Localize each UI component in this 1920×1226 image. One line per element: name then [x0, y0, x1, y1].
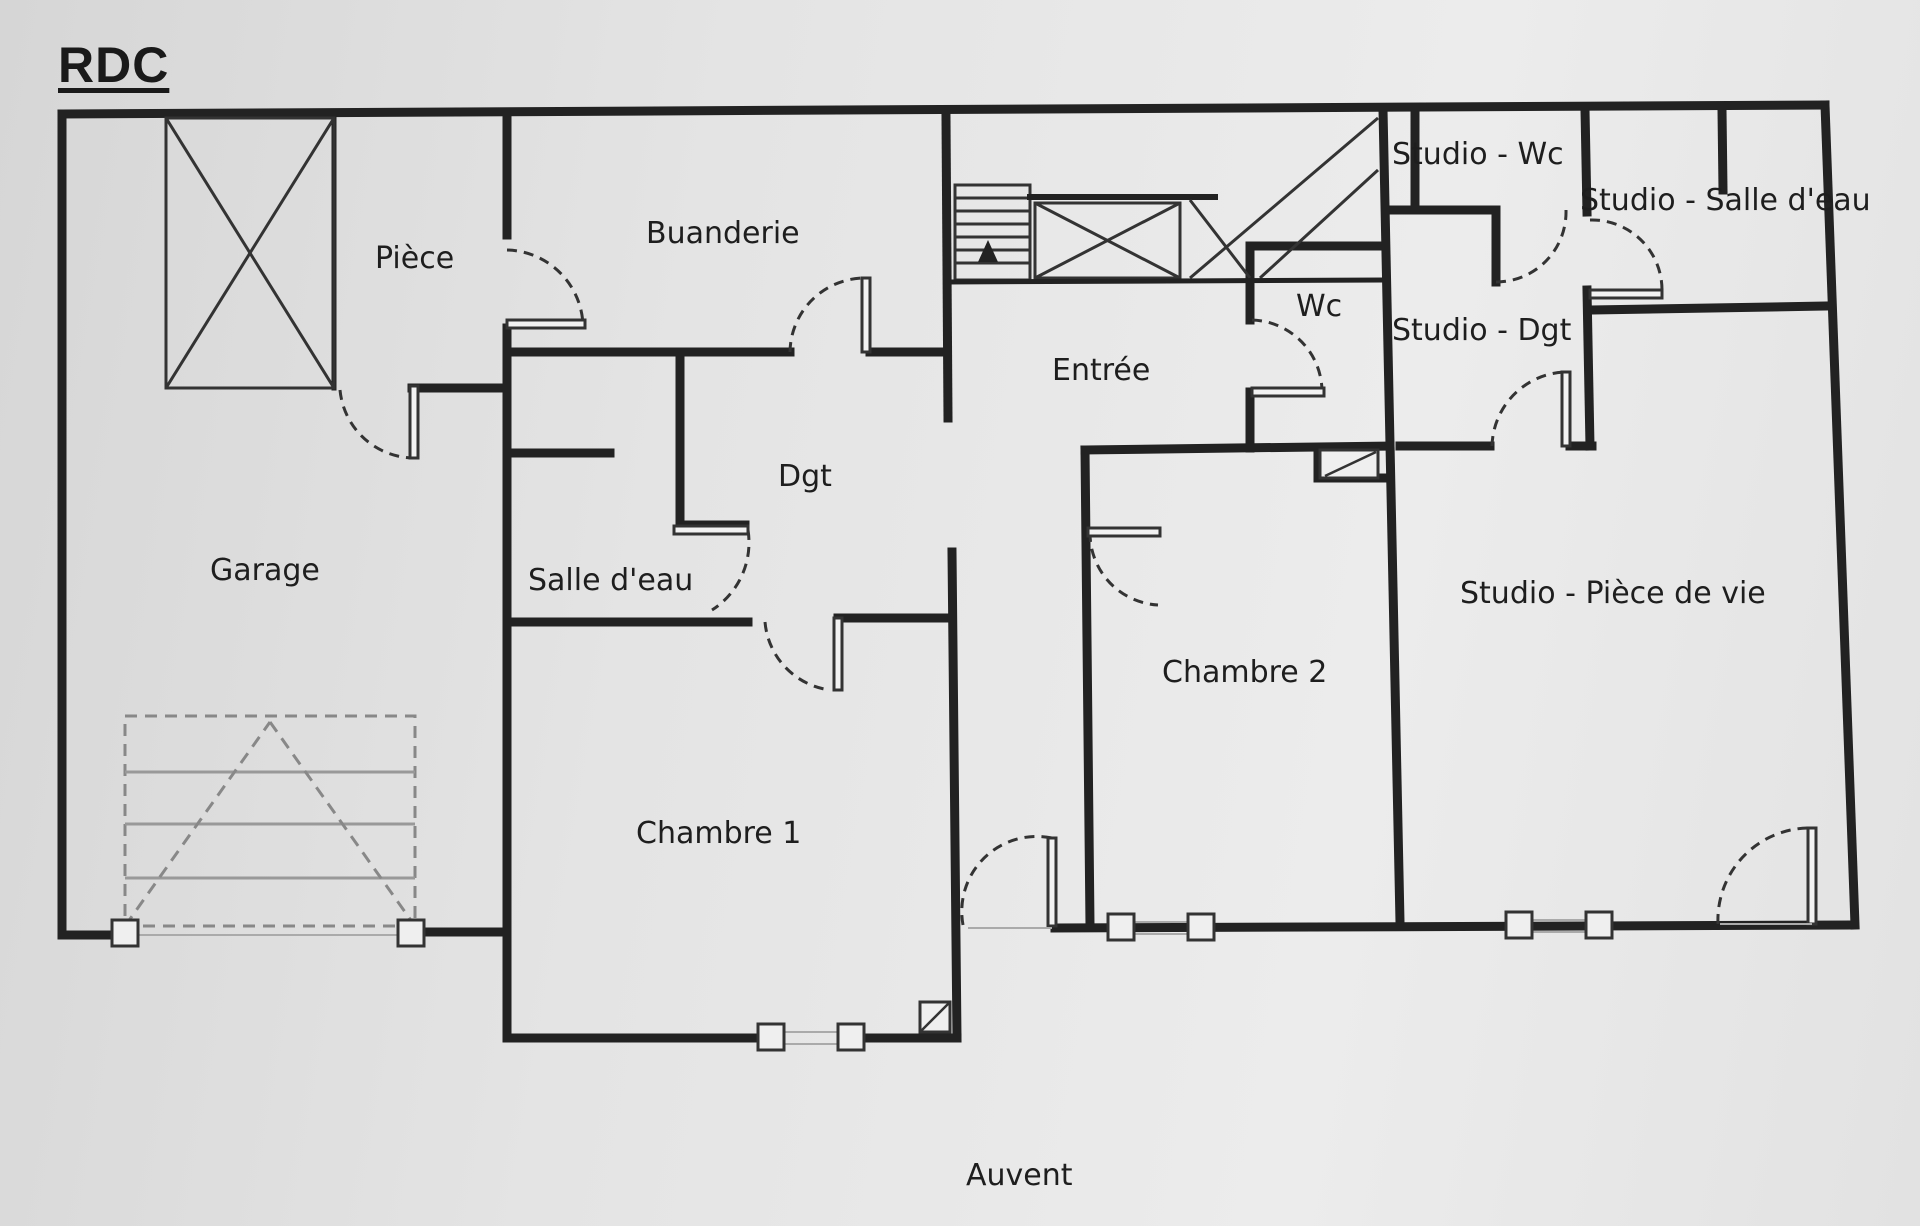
wall-studio-divider	[1378, 105, 1405, 927]
room-label-entree: Entrée	[1052, 353, 1150, 388]
door-piece-buanderie	[506, 248, 585, 326]
windows	[756, 448, 1614, 1052]
stair-arrow-icon	[978, 240, 998, 262]
wall-chambre1-right	[947, 547, 962, 1043]
plan-title: RDC	[58, 37, 170, 93]
room-label-studio-salle-eau: Studio - Salle d'eau	[1580, 183, 1871, 218]
wall-front-right	[1050, 920, 1853, 933]
garage-post-left	[110, 918, 140, 948]
wall-studio-dgt-right	[1582, 285, 1595, 451]
room-label-garage: Garage	[210, 553, 320, 588]
room-label-chambre-1: Chambre 1	[636, 816, 801, 851]
wall-chambre2-top	[1080, 441, 1395, 455]
door-studio-front	[1716, 826, 1813, 925]
room-label-buanderie: Buanderie	[646, 216, 800, 251]
door-salle-eau	[711, 529, 751, 612]
window-chambre-1	[756, 1022, 866, 1052]
walls	[57, 100, 1860, 1043]
window-chambre-2	[1106, 912, 1216, 942]
room-label-salle-eau: Salle d'eau	[528, 563, 693, 598]
room-label-studio-wc: Studio - Wc	[1392, 137, 1564, 172]
room-label-studio-piece-vie: Studio - Pièce de vie	[1460, 576, 1766, 611]
room-label-wc: Wc	[1296, 289, 1342, 324]
storage-box	[164, 116, 336, 390]
room-label-auvent: Auvent	[966, 1158, 1073, 1193]
room-label-studio-dgt: Studio - Dgt	[1392, 313, 1572, 348]
wall-top	[57, 100, 1830, 119]
door-chambre-2	[1088, 531, 1159, 607]
storage-unit	[164, 116, 336, 390]
garage-door	[110, 714, 426, 948]
door-studio-dgt	[1490, 370, 1567, 447]
room-label-chambre-2: Chambre 2	[1162, 655, 1327, 690]
staircase	[945, 116, 1385, 285]
door-studio-salle-eau	[1589, 218, 1664, 291]
wall-studio-wc-right	[1580, 105, 1592, 217]
doors	[338, 209, 1818, 929]
wall-studio-salle-eau-stub	[1717, 105, 1728, 195]
wall-right	[1820, 100, 1860, 930]
window-studio	[1504, 910, 1614, 940]
door-buanderie	[788, 276, 867, 353]
door-garage-piece	[338, 389, 416, 460]
wall-x948-top	[941, 113, 953, 423]
wall-chambre2-left	[1080, 445, 1095, 930]
door-entry	[960, 834, 1053, 926]
room-labels: Pièce Buanderie Studio - Wc Studio - Sal…	[210, 137, 1871, 1193]
door-wc	[1251, 318, 1324, 391]
wall-studio-salle-eau-bottom	[1585, 301, 1833, 315]
door-chambre-1	[763, 621, 831, 692]
room-label-piece: Pièce	[375, 241, 454, 276]
room-label-dgt: Dgt	[778, 459, 832, 494]
door-studio-wc	[1495, 209, 1568, 284]
garage-post-right	[396, 918, 426, 948]
